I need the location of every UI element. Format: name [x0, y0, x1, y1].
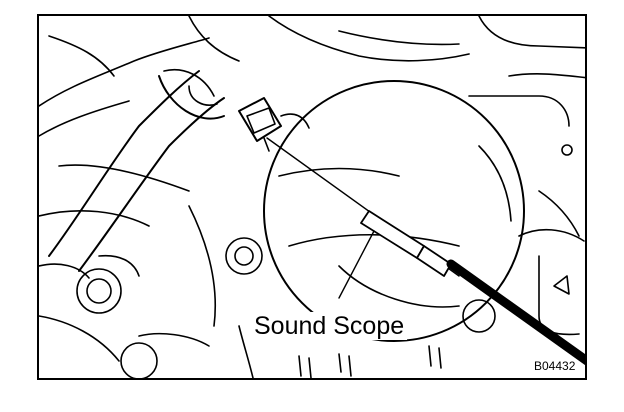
engine-drawing	[39, 16, 585, 378]
callout-leader-line	[338, 230, 375, 299]
sound-scope-label: Sound Scope	[251, 312, 408, 340]
round-housing	[263, 80, 525, 342]
sound-scope-tool	[266, 137, 585, 366]
illustration-frame: Sound Scope B04432	[37, 14, 587, 380]
hose	[48, 69, 225, 272]
engine-background-lines	[39, 16, 585, 378]
fittings	[76, 237, 496, 378]
figure-id-label: B04432	[533, 359, 577, 373]
injector-connector	[238, 97, 310, 152]
